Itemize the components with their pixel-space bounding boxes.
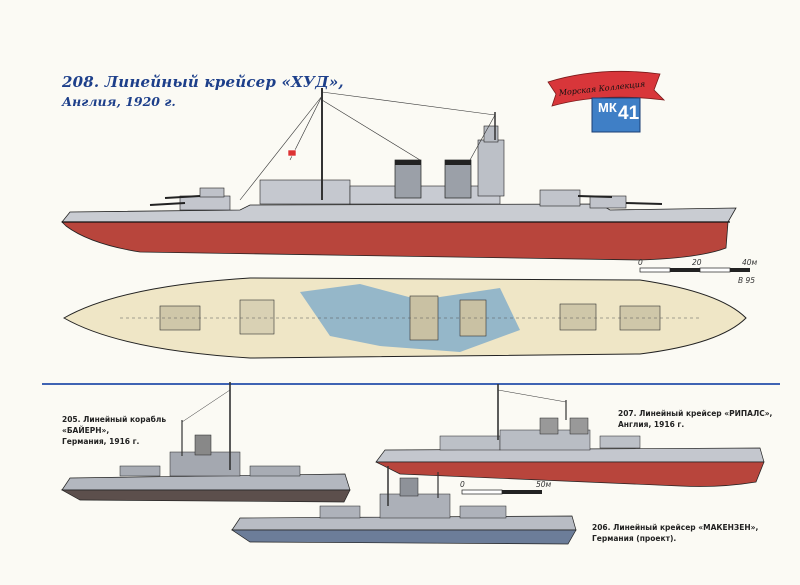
scale-top-tick-1: 20 bbox=[692, 258, 702, 267]
caption-repulse: 207. Линейный крейсер «РИПАЛС», Англия, … bbox=[618, 408, 772, 430]
logo-number: 41 bbox=[618, 103, 640, 124]
page-subtitle: Англия, 1920 г. bbox=[62, 94, 176, 109]
caption-mackensen-line-2: Германия (проект). bbox=[592, 534, 677, 543]
page-title: 208. Линейный крейсер «ХУД», bbox=[62, 73, 344, 91]
scale-bottom-tick-1: 50м bbox=[536, 480, 552, 489]
scale-bottom-tick-0: 0 bbox=[460, 480, 465, 489]
caption-bayern-line-1: 205. Линейный корабль bbox=[62, 415, 167, 424]
hood-plan-view bbox=[62, 277, 747, 359]
caption-bayern-line-3: Германия, 1916 г. bbox=[62, 437, 140, 446]
repulse-side-profile bbox=[375, 384, 765, 487]
scale-bar-top bbox=[639, 267, 750, 273]
caption-bayern-line-2: «БАЙЕРН», bbox=[62, 426, 110, 435]
mackensen-side-profile bbox=[230, 466, 577, 545]
collection-logo bbox=[547, 70, 666, 133]
scale-top-tick-0: 0 bbox=[638, 258, 643, 267]
caption-repulse-line-2: Англия, 1916 г. bbox=[618, 420, 685, 429]
scale-top-code: В 95 bbox=[738, 276, 756, 285]
caption-repulse-line-1: 207. Линейный крейсер «РИПАЛС», bbox=[618, 409, 773, 418]
bayern-side-profile bbox=[60, 382, 351, 503]
caption-mackensen-line-1: 206. Линейный крейсер «МАКЕНЗЕН», bbox=[592, 523, 759, 532]
hood-side-profile bbox=[61, 88, 737, 261]
scale-top-tick-2: 40м bbox=[742, 258, 758, 267]
scale-bar-bottom bbox=[461, 489, 542, 495]
caption-bayern: 205. Линейный корабль «БАЙЕРН», Германия… bbox=[62, 414, 166, 447]
caption-mackensen: 206. Линейный крейсер «МАКЕНЗЕН», Герман… bbox=[592, 522, 758, 544]
logo-letters: МК bbox=[598, 100, 617, 115]
